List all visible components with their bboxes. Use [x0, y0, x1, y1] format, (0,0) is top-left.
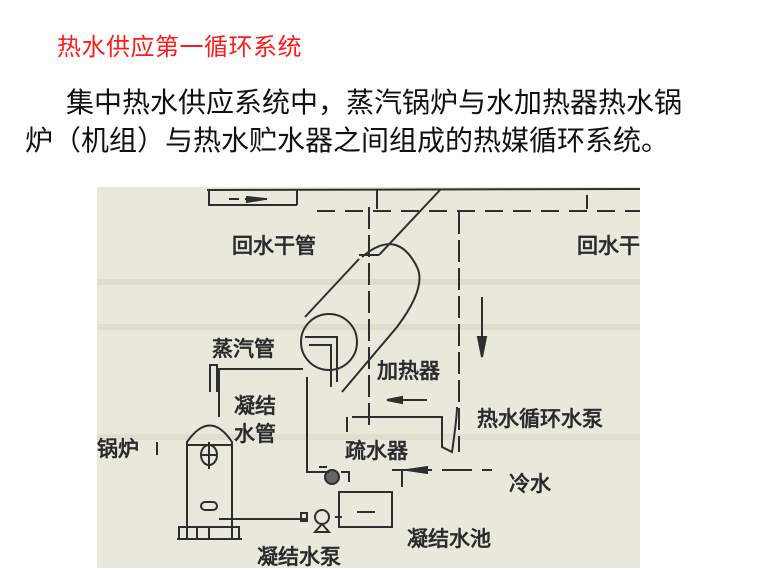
label-cold-water: 冷水: [509, 472, 551, 496]
label-return-main-left: 回水干管: [232, 234, 316, 258]
diagram-lines: [97, 188, 640, 540]
body-line-2: 炉（机组）与热水贮水器之间组成的热媒循环系统。: [25, 124, 670, 157]
label-condensate-pump: 凝结水泵: [257, 545, 341, 568]
label-boiler: 锅炉: [97, 437, 139, 461]
label-condensate-tank: 凝结水池: [407, 527, 491, 551]
label-hot-water-pump: 热水循环水泵: [477, 407, 603, 431]
label-steam-trap: 疏水器: [345, 439, 408, 463]
label-condensate-pipe-2: 水管: [234, 422, 276, 446]
label-steam-pipe: 蒸汽管: [212, 337, 275, 361]
label-heater: 加热器: [377, 359, 440, 383]
hot-water-circulation-diagram: 回水干管 回水干 蒸汽管 加热器 凝结 水管 锅炉 疏水器 热水循环水泵 冷水 …: [97, 187, 640, 568]
label-condensate-pipe-1: 凝结: [234, 394, 276, 418]
body-paragraph: 集中热水供应系统中，蒸汽锅炉与水加热器热水锅 炉（机组）与热水贮水器之间组成的热…: [25, 84, 750, 160]
slide-title: 热水供应第一循环系统: [57, 33, 302, 61]
body-line-1: 集中热水供应系统中，蒸汽锅炉与水加热器热水锅: [66, 86, 683, 119]
label-return-main-right: 回水干: [577, 234, 640, 258]
